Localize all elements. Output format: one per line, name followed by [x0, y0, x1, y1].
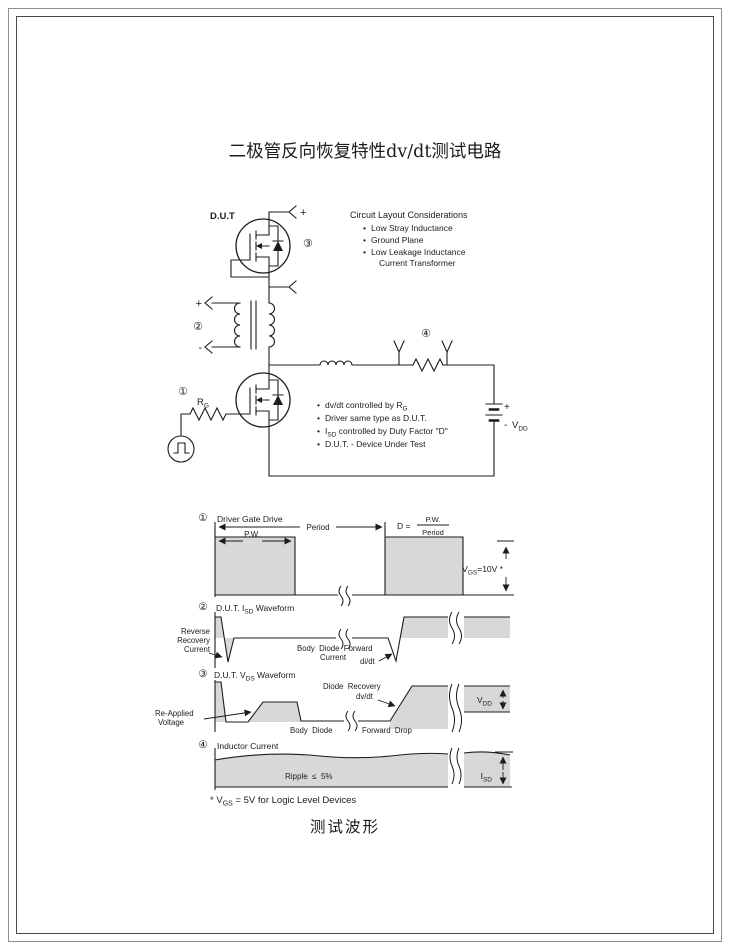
current-transformer: [234, 300, 275, 350]
circuit-diagram: [167, 205, 503, 477]
layout-item: •Low Stray Inductance: [363, 223, 453, 233]
layout-item: Current Transformer: [379, 258, 456, 268]
waveform-gate-drive: [214, 522, 514, 607]
waveform-vds: [203, 680, 510, 733]
w3-recovery-note: Diode Recovery: [323, 682, 381, 691]
waveform-inductor-current: [214, 747, 513, 790]
w1-marker: ①: [198, 512, 208, 524]
xfmr-minus-label: -: [198, 342, 202, 354]
break-mark: [449, 747, 462, 785]
marker-4: ④: [421, 328, 431, 340]
w4-isd-label: ISD: [481, 771, 493, 784]
gate-resistor-symbol: [189, 406, 227, 422]
marker-1: ①: [178, 386, 188, 398]
figure-caption: 测试波形: [310, 818, 380, 836]
dimension-arrows: [495, 751, 513, 785]
battery-minus-label: -: [504, 420, 507, 431]
w3-dvdt-label: dv/dt: [356, 692, 374, 701]
w1-duty-lhs: D =: [397, 521, 411, 531]
w2-didt-label: di/dt: [360, 657, 376, 666]
dimension-arrows: [218, 523, 514, 592]
layout-item: •Low Leakage Inductance: [363, 247, 466, 257]
marker-2: ②: [193, 321, 203, 333]
xfmr-plus-label: +: [196, 298, 202, 310]
w1-period-label: Period: [306, 523, 329, 532]
layout-item: •Ground Plane: [363, 235, 424, 245]
annotation-arrows: [203, 689, 507, 720]
w4-label: Inductor Current: [217, 741, 279, 751]
w2-reverse-recovery-note: Recovery: [177, 636, 210, 645]
w1-label: Driver Gate Drive: [217, 514, 283, 524]
w4-marker: ④: [198, 739, 208, 751]
w1-vgs-label: VGS=10V *: [462, 564, 504, 577]
top-plus-label: +: [300, 207, 306, 219]
inductor-symbol: [319, 360, 353, 366]
w1-pw-label: P.W.: [244, 530, 260, 539]
waveform-isd: [208, 611, 510, 668]
break-mark: [345, 683, 462, 733]
top-terminal-icon: [288, 205, 297, 219]
circuit-notes: •dv/dt controlled by RG •Driver same typ…: [317, 400, 448, 449]
battery-plus-label: +: [504, 402, 510, 413]
w2-body-diode-note: Current: [320, 653, 347, 662]
dut-mosfet: [235, 217, 291, 275]
vdd-battery-symbol: [485, 403, 503, 422]
layout-heading: Circuit Layout Considerations: [350, 210, 468, 220]
w2-label: D.U.T. ISD Waveform: [216, 603, 294, 616]
layout-considerations: Circuit Layout Considerations •Low Stray…: [350, 210, 468, 268]
driver-mosfet: [235, 371, 291, 429]
note-item: •D.U.T. - Device Under Test: [317, 439, 426, 449]
w3-marker: ③: [198, 668, 208, 680]
w3-label: D.U.T. VDS Waveform: [214, 670, 295, 683]
w3-forward-drop-note: Body Diode: [290, 726, 332, 735]
xfmr-plus-terminal-icon: [204, 296, 213, 310]
vdd-label: VDD: [512, 420, 528, 433]
note-item: •Driver same type as D.U.T.: [317, 413, 427, 423]
w1-duty-den: Period: [422, 528, 444, 537]
w2-marker: ②: [198, 601, 208, 613]
mid-terminal-icon: [288, 280, 297, 294]
break-mark: [338, 611, 462, 650]
waveform-plots: [203, 522, 514, 790]
w3-reapplied-note: Re-Applied: [155, 709, 194, 718]
gate-resistor-label: RG: [197, 397, 209, 410]
w3-forward-drop-note: Forward Drop: [362, 726, 412, 735]
dut-label: D.U.T: [210, 211, 235, 222]
marker-3: ③: [303, 238, 313, 250]
w2-body-diode-note: Body Diode Forward: [297, 644, 372, 653]
w2-reverse-recovery-note: Current: [184, 645, 211, 654]
w3-vdd-label: VDD: [477, 695, 492, 708]
annotation-arrows: [208, 651, 393, 662]
circuit-wires: [180, 211, 495, 477]
page-title: 二极管反向恢复特性dv/dt测试电路: [229, 142, 502, 162]
break-mark: [338, 585, 351, 607]
w4-ripple-label: Ripple ≤ 5%: [285, 772, 333, 781]
sense-resistor-symbol: [412, 357, 444, 373]
terminal-icons: [204, 205, 297, 354]
pulse-generator: [167, 435, 195, 463]
page-border: [8, 8, 722, 942]
xfmr-minus-terminal-icon: [204, 340, 213, 354]
note-item: •dv/dt controlled by RG: [317, 400, 408, 413]
note-item: •ISD controlled by Duty Factor "D": [317, 426, 448, 439]
footnote: * VGS = 5V for Logic Level Devices: [210, 795, 356, 808]
w2-reverse-recovery-note: Reverse: [181, 627, 210, 636]
w3-reapplied-note: Voltage: [158, 718, 184, 727]
pulse-icon: [173, 442, 190, 454]
w1-duty-num: P.W.: [426, 515, 441, 524]
probe-icons: [393, 340, 453, 366]
